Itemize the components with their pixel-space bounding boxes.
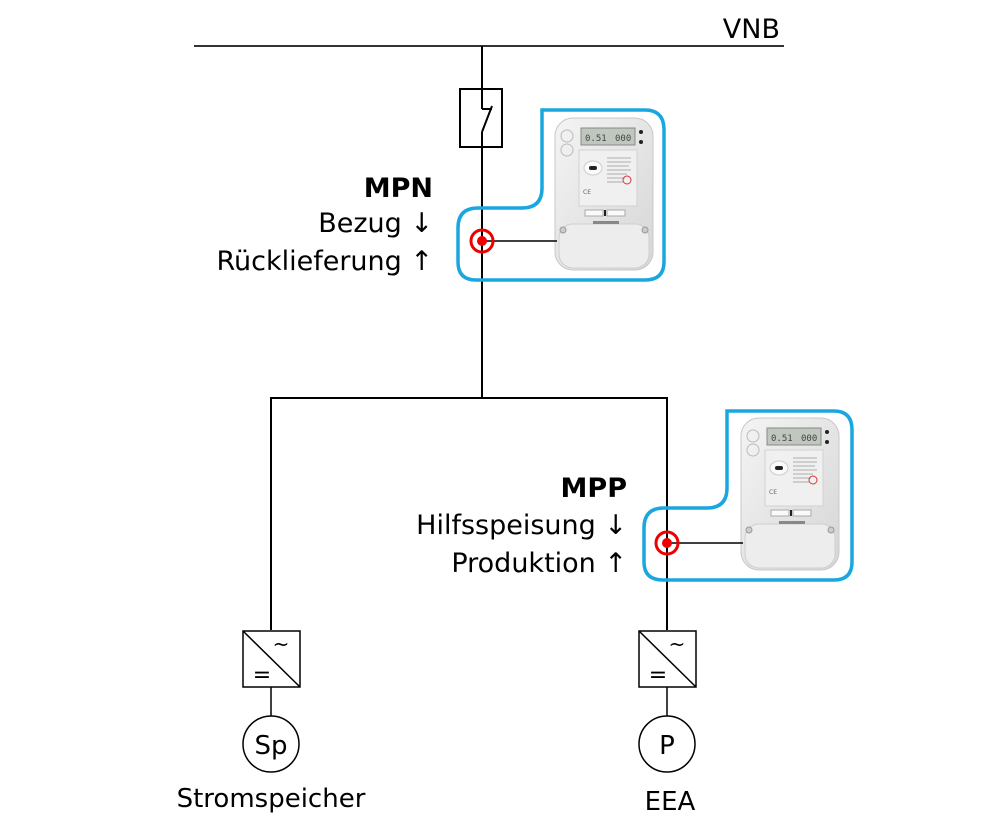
mpp-production-label: Produktion ↑ (451, 548, 627, 579)
mpp-measuring-point-icon (654, 530, 680, 556)
mpn-electricity-meter-image (554, 117, 654, 271)
generator-source-icon: P (638, 715, 696, 773)
storage-ac-symbol: ~ (273, 632, 290, 656)
storage-source-symbol: Sp (254, 731, 287, 761)
grid-label: VNB (723, 14, 780, 45)
mpp-meter-group[interactable] (642, 409, 854, 582)
generator-ac-symbol: ~ (669, 632, 686, 656)
mpn-meter-outline (456, 108, 666, 282)
storage-dc-symbol: = (253, 663, 271, 688)
mpn-measuring-point-icon (469, 228, 495, 254)
storage-inverter-icon: ~ = (242, 630, 301, 688)
mpp-meter-outline (642, 409, 854, 582)
mpp-electricity-meter-image (740, 417, 840, 571)
generator-label: EEA (645, 787, 696, 817)
mpn-meter-group[interactable] (456, 108, 666, 282)
generator-source-symbol: P (659, 731, 675, 761)
storage-label: Stromspeicher (177, 784, 366, 814)
mpn-export-label: Rücklieferung ↑ (216, 246, 433, 277)
mpp-auxiliary-supply-label: Hilfsspeisung ↓ (416, 510, 627, 541)
mpn-measuring-point-dot (477, 236, 487, 246)
mpp-title: MPP (561, 473, 627, 504)
storage-source-icon: Sp (242, 715, 300, 773)
generator-dc-symbol: = (649, 663, 667, 688)
generator-inverter-icon: ~ = (638, 630, 697, 688)
main-switch (459, 88, 503, 148)
mpn-title: MPN (364, 173, 433, 204)
mpp-measuring-point-dot (662, 538, 672, 548)
mpn-import-label: Bezug ↓ (318, 208, 433, 239)
